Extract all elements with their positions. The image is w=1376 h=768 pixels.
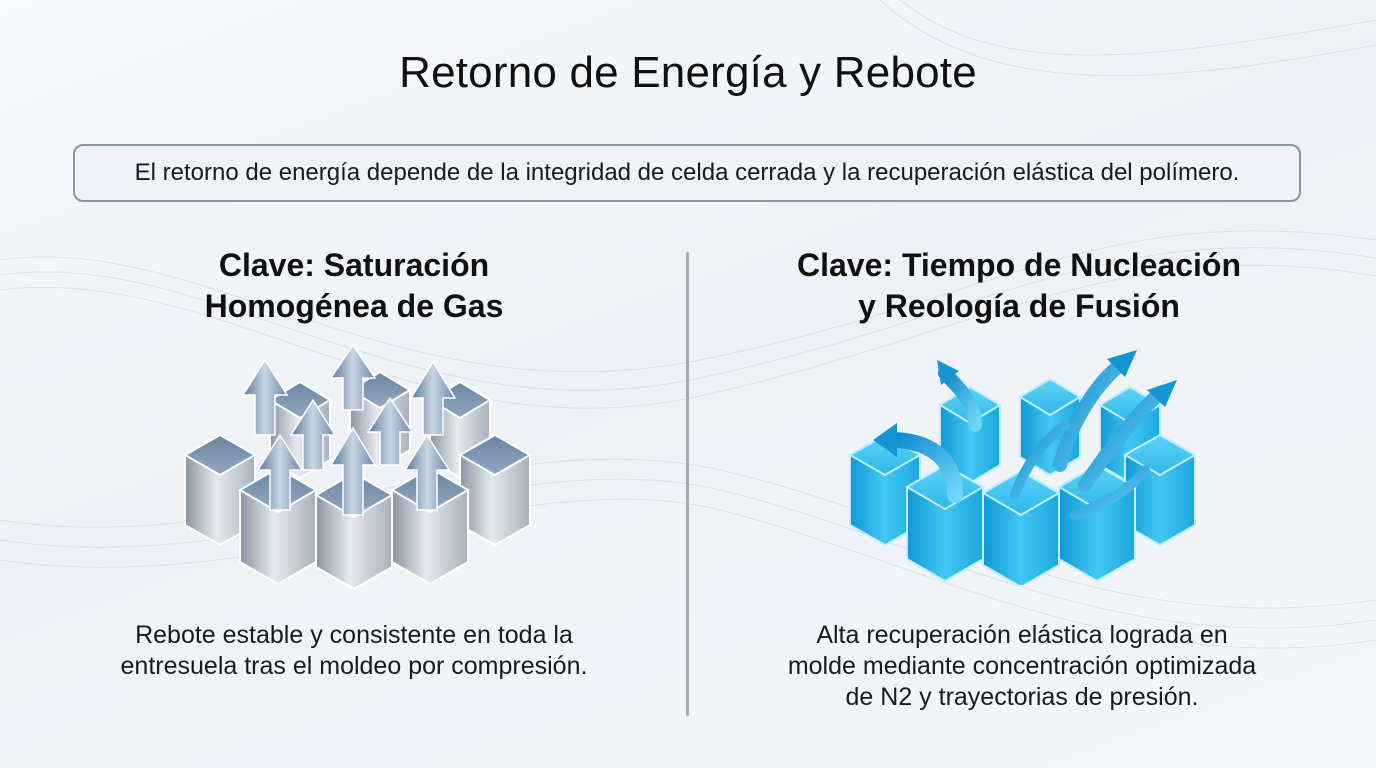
nucleation-cells-illustration — [847, 350, 1198, 585]
page-title: Retorno de Energía y Rebote — [399, 48, 977, 97]
column-divider — [686, 252, 689, 716]
right-heading-line-1: Clave: Tiempo de Nucleación — [797, 247, 1241, 283]
right-heading: Clave: Tiempo de Nucleación y Reología d… — [739, 245, 1299, 327]
right-description-line-3: de N2 y trayectorias de presión. — [845, 683, 1199, 711]
right-heading-line-2: y Reología de Fusión — [858, 288, 1180, 324]
left-description: Rebote estable y consistente en toda la … — [54, 620, 654, 682]
summary-text: El retorno de energía depende de la inte… — [134, 159, 1240, 186]
left-heading-line-2: Homogénea de Gas — [204, 288, 504, 324]
curved-flow-arrow-icons — [873, 350, 1177, 520]
right-description-line-2: molde mediante concentración optimizada — [787, 652, 1257, 680]
homogeneous-cells-illustration — [182, 343, 533, 590]
left-description-line-1: Rebote estable y consistente en toda la — [135, 621, 573, 649]
upward-arrow-icons — [241, 343, 457, 516]
left-description-line-2: entresuela tras el moldeo por compresión… — [120, 652, 588, 680]
left-heading-line-1: Clave: Saturación — [218, 247, 490, 283]
left-heading: Clave: Saturación Homogénea de Gas — [74, 245, 634, 327]
right-description-line-1: Alta recuperación elástica lograda en — [816, 621, 1228, 649]
right-description: Alta recuperación elástica lograda en mo… — [722, 620, 1322, 713]
summary-box: El retorno de energía depende de la inte… — [73, 144, 1301, 202]
